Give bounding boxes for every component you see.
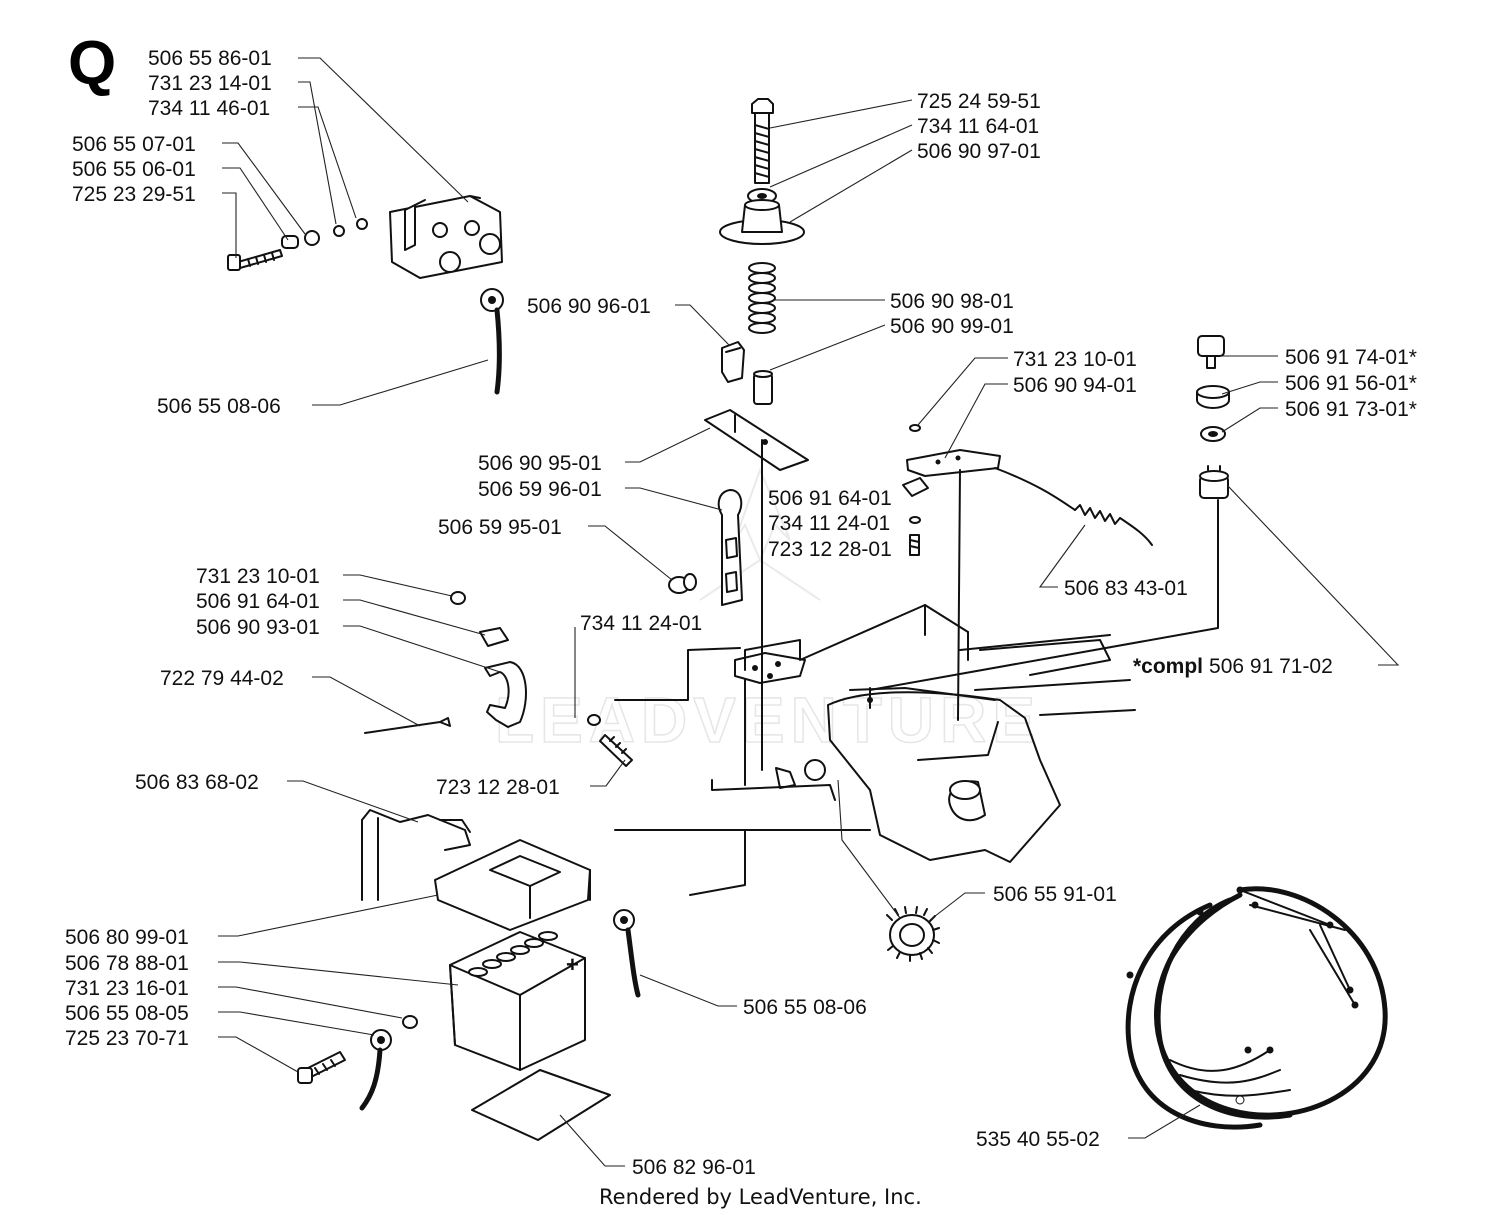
footer-credit: Rendered by LeadVenture, Inc. — [599, 1185, 922, 1209]
switch-bracket-drawing — [902, 424, 1153, 721]
callout-label: 506 55 08-06 — [157, 395, 281, 418]
ignition-switch-drawing — [869, 335, 1230, 691]
callout-label: 506 55 08-06 — [743, 996, 867, 1019]
callout-label: 722 79 44-02 — [160, 667, 284, 690]
watermark: LEADVENTURE — [494, 467, 1041, 757]
compl-number: 506 91 71-02 — [1209, 655, 1333, 678]
callout-label: 506 91 73-01* — [1285, 398, 1417, 421]
svg-text:+: + — [566, 952, 579, 977]
callout-label: 506 59 95-01 — [438, 516, 562, 539]
callout-label: 506 55 86-01 — [148, 47, 272, 70]
callout-label: 506 55 91-01 — [993, 883, 1117, 906]
callout-label: 506 90 94-01 — [1013, 374, 1137, 397]
callout-label: 506 80 99-01 — [65, 926, 189, 949]
seat-switch-drawing — [364, 591, 633, 767]
callout-label: 506 91 64-01 — [768, 487, 892, 510]
callout-label: 506 90 96-01 — [527, 295, 651, 318]
callout-label: 725 23 29-51 — [72, 183, 196, 206]
callout-label: 506 90 93-01 — [196, 616, 320, 639]
callout-label: 725 23 70-71 — [65, 1027, 189, 1050]
grommet-drawing — [886, 906, 940, 962]
callout-labels: 506 55 86-01 731 23 14-01 734 11 46-01 5… — [65, 47, 1417, 1179]
callout-label: 506 91 64-01 — [196, 590, 320, 613]
callout-label: 506 90 95-01 — [478, 452, 602, 475]
callout-label: 506 55 06-01 — [72, 158, 196, 181]
callout-label: 506 59 96-01 — [478, 478, 602, 501]
callout-label: 535 40 55-02 — [976, 1128, 1100, 1151]
callout-label: 734 11 64-01 — [917, 115, 1039, 138]
leader-lines — [218, 57, 1400, 1167]
callout-label: 723 12 28-01 — [436, 776, 560, 799]
callout-label: 506 83 43-01 — [1064, 577, 1188, 600]
battery-drawing: + — [297, 809, 641, 1141]
callout-label: 731 23 14-01 — [148, 72, 272, 95]
watermark-text: LEADVENTURE — [495, 684, 1041, 756]
callout-label: 506 90 99-01 — [890, 315, 1014, 338]
callout-label: 506 55 08-05 — [65, 1002, 189, 1025]
callout-label: 725 24 59-51 — [917, 90, 1041, 113]
callout-label: 731 23 10-01 — [196, 565, 320, 588]
callout-label: 506 82 96-01 — [632, 1156, 756, 1179]
callout-label: 731 23 10-01 — [1013, 348, 1137, 371]
callout-label: 723 12 28-01 — [768, 538, 892, 561]
callout-label: 506 91 56-01* — [1285, 372, 1417, 395]
chassis-drawing — [614, 604, 1136, 896]
callout-label: 506 90 98-01 — [890, 290, 1014, 313]
callout-label: 734 11 24-01 — [580, 612, 702, 635]
callout-label: 506 90 97-01 — [917, 140, 1041, 163]
starter-solenoid-drawing — [227, 195, 504, 395]
callout-label: 506 91 74-01* — [1285, 346, 1417, 369]
compl-callout: *compl 506 91 71-02 — [1133, 655, 1333, 678]
wiring-harness-drawing — [1125, 886, 1388, 1130]
callout-label: 734 11 46-01 — [148, 97, 270, 120]
callout-label: 506 78 88-01 — [65, 952, 189, 975]
spring-coils — [748, 262, 776, 334]
callout-label: 506 55 07-01 — [72, 133, 196, 156]
shift-column-drawing — [668, 98, 809, 771]
section-letter: Q — [68, 29, 116, 98]
callout-label: 731 23 16-01 — [65, 977, 189, 1000]
callout-label: 734 11 24-01 — [768, 512, 890, 535]
compl-prefix: *compl — [1133, 655, 1203, 678]
callout-label: 506 83 68-02 — [135, 771, 259, 794]
